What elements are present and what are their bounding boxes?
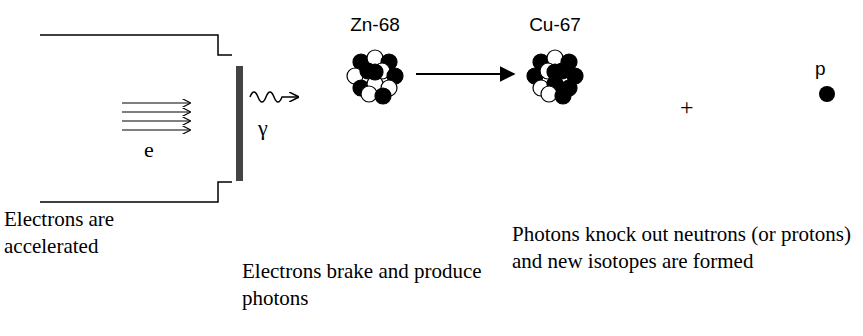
nucleus-shape [520,42,590,106]
particle-symbol: γ [258,116,268,140]
photon-wave [250,92,298,102]
caption-text: Electrons are accelerated [4,206,116,260]
proton-dot [817,84,837,104]
caption-text: Electrons brake and produce photons [242,258,504,312]
reaction-arrow [416,73,514,75]
particle-symbol: e [144,138,154,162]
target-plate [236,66,243,181]
plus-sign: + [680,94,694,120]
nucleus-node: Cu-67 [515,14,595,106]
electron-beam [122,103,190,130]
particle-label: p [815,58,855,80]
nucleus-shape [340,42,410,106]
accelerator-tube [40,35,232,202]
proton-node: p [815,58,855,104]
caption-text: Photons knock out neutrons (or protons) … [512,221,857,275]
isotope-label: Cu-67 [515,14,595,36]
isotope-label: Zn-68 [335,14,415,36]
nucleus-node: Zn-68 [335,14,415,106]
